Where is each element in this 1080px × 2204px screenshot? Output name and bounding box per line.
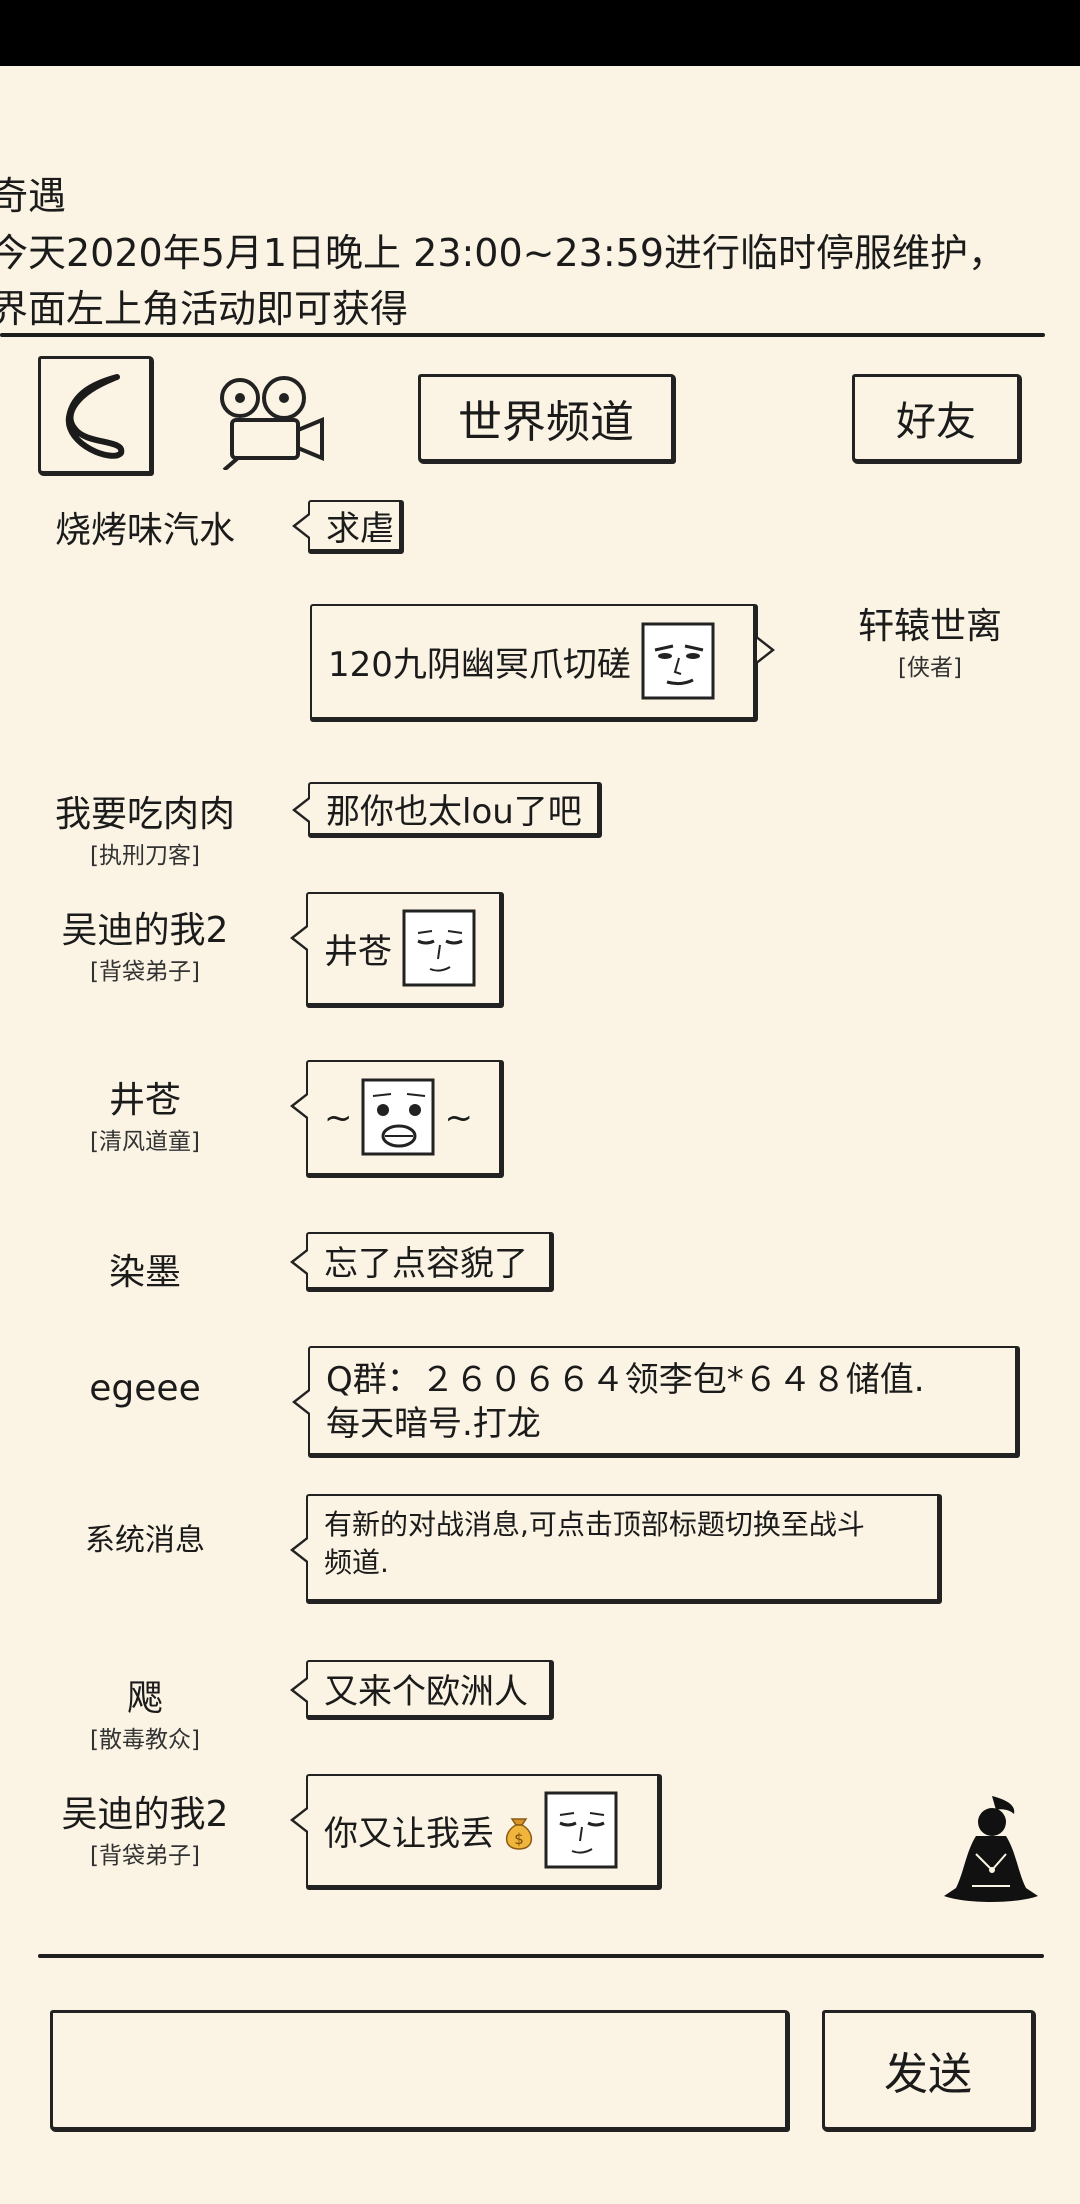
smug-face-icon [641,622,715,699]
friends-button[interactable]: 好友 [852,374,1022,464]
composer-divider [38,1954,1044,1958]
tab-world-channel[interactable]: 世界频道 [418,374,676,464]
message-bubble[interactable]: 求虐 [292,500,404,554]
sender-name[interactable]: 井苍 [清风道童] [90,1080,200,1155]
message-bubble[interactable]: 120九阴幽冥爪切磋 [310,604,775,722]
calm-face-icon [402,909,476,986]
sender-name[interactable]: 轩辕世离 [侠者] [857,606,1002,681]
sender-name[interactable]: egeee [89,1368,201,1409]
laughing-face-icon [361,1078,434,1155]
sender-name[interactable]: 我要吃肉肉 [执刑刀客] [54,794,235,869]
calm-face-icon [544,1791,618,1868]
money-bag-icon: $ [505,1817,533,1850]
back-chevron-icon [65,374,125,459]
send-button-label: 发送 [884,2049,972,2100]
sender-name[interactable]: 系统消息 [85,1523,205,1558]
notice-line-2: 今天2020年5月1日晚上 23:00~23:59进行临时停服维护， [0,231,1007,275]
film-camera-icon [220,376,324,472]
message-bubble[interactable]: Q群：２６０６６４领李包*６４８储值. 每天暗号.打龙 [292,1346,1020,1458]
message-bubble[interactable]: 忘了点容貌了 [290,1232,554,1292]
message-bubble[interactable]: 有新的对战消息,可点击顶部标题切换至战斗 频道. [290,1494,942,1604]
sender-name[interactable]: 烧烤味汽水 [54,510,235,551]
message-bubble[interactable]: ~ ~ [290,1060,504,1178]
svg-text:$: $ [514,1830,524,1848]
friends-button-label: 好友 [896,399,976,445]
notice-divider [0,333,1045,337]
message-bubble[interactable]: 井苍 [290,892,504,1008]
tab-world-channel-label: 世界频道 [458,397,634,448]
sender-name[interactable]: 吴迪的我2 [背袋弟子] [61,910,229,985]
message-input[interactable] [53,2013,785,2127]
message-input-box[interactable] [50,2010,790,2132]
message-bubble[interactable]: 你又让我丢 $ [290,1774,662,1890]
message-bubble[interactable]: 那你也太lou了吧 [292,782,602,838]
send-button[interactable]: 发送 [822,2010,1036,2132]
notice-line-3: 界面左上角活动即可获得 [0,287,409,331]
back-button[interactable] [38,356,154,476]
sender-name[interactable]: 染墨 [108,1252,181,1293]
notice-line-1: 奇遇 [0,174,67,218]
status-bar [0,0,1080,66]
camera-button[interactable] [210,370,330,472]
message-bubble[interactable]: 又来个欧洲人 [290,1660,554,1720]
floating-assistant-button[interactable] [936,1792,1046,1910]
sender-name[interactable]: 吴迪的我2 [背袋弟子] [61,1794,229,1869]
meditating-figure-icon [944,1796,1038,1902]
sender-name[interactable]: 飔 [散毒教众] [90,1678,200,1753]
